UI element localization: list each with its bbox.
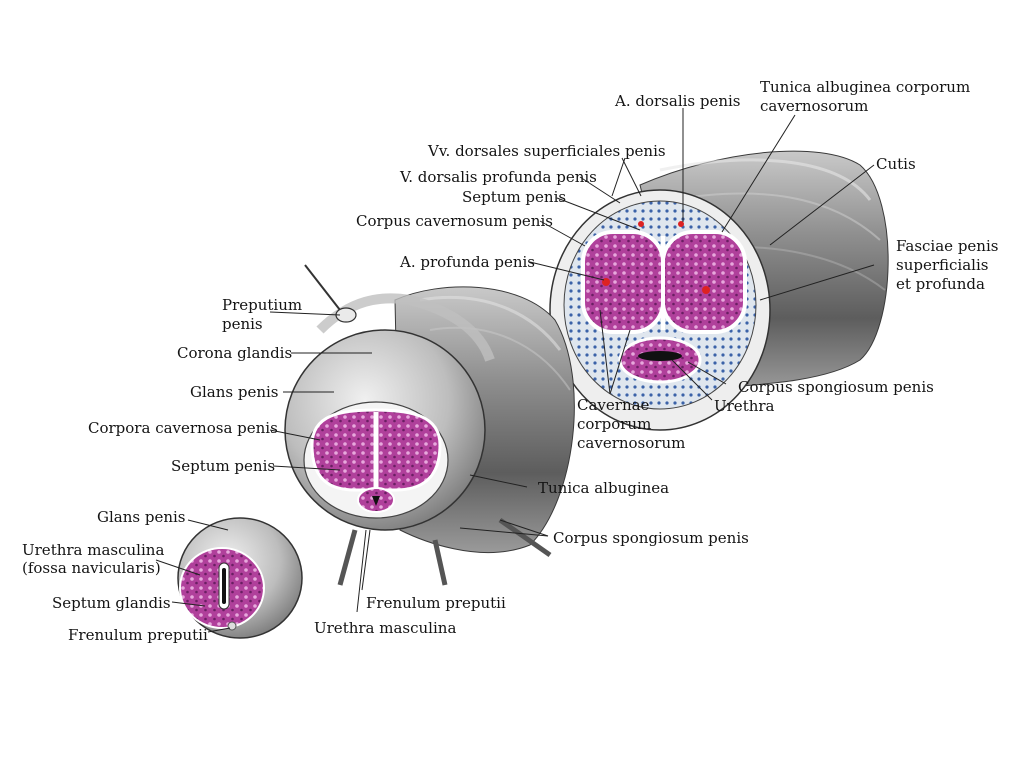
label-corpus-spongiosum-mid: Corpus spongiosum penis: [553, 529, 749, 547]
label-septum-glandis: Septum glandis: [52, 594, 171, 612]
label-cavernae-3: cavernosorum: [577, 434, 686, 452]
label-v-dorsalis-profunda: V. dorsalis profunda penis: [400, 168, 597, 186]
label-urethra-masculina-small-1: Urethra masculina: [22, 541, 165, 559]
label-vv-dorsales-superficiales: Vv. dorsales superficiales penis: [428, 142, 666, 160]
label-tunica-albuginea-corporum-1: Tunica albuginea corporum: [760, 78, 971, 96]
label-fasciae-1: Fasciae penis: [896, 237, 999, 255]
middle-shaft: [284, 264, 575, 586]
label-corpus-cavernosum-penis: Corpus cavernosum penis: [356, 212, 553, 230]
label-septum-penis-top: Septum penis: [462, 188, 567, 206]
label-cavernae-2: corporum: [577, 415, 652, 433]
label-urethra-right: Urethra: [714, 397, 775, 415]
right-corpus-cavernosum-left: [581, 230, 665, 334]
label-tunica-albuginea-corporum-2: cavernosorum: [760, 97, 869, 115]
label-cutis: Cutis: [876, 155, 916, 173]
label-glans-penis-mid: Glans penis: [190, 383, 279, 401]
label-septum-penis-mid: Septum penis: [171, 457, 276, 475]
label-frenulum-preputii-small: Frenulum preputii: [68, 626, 208, 644]
label-fasciae-3: et profunda: [896, 275, 985, 293]
label-urethra-masculina-mid: Urethra masculina: [314, 619, 457, 637]
label-a-dorsalis-penis: A. dorsalis penis: [615, 92, 741, 110]
label-cavernae-1: Cavernae: [577, 396, 650, 414]
label-preputium-1: Preputium: [222, 296, 303, 314]
right-corpus-cavernosum-right: [661, 230, 747, 334]
right-shaft: [549, 150, 889, 431]
leader-lines: [155, 108, 875, 633]
label-fasciae-2: superficialis: [896, 256, 989, 274]
right-urethra: [638, 351, 682, 361]
label-tunica-albuginea: Tunica albuginea: [538, 479, 670, 497]
label-a-profunda-penis: A. profunda penis: [400, 253, 535, 271]
label-corpora-cavernosa-penis: Corpora cavernosa penis: [88, 419, 278, 437]
label-corpus-spongiosum-right: Corpus spongiosum penis: [738, 378, 934, 396]
label-urethra-masculina-small-2: (fossa navicularis): [22, 559, 161, 577]
label-frenulum-preputii-mid: Frenulum preputii: [366, 594, 506, 612]
label-preputium-2: penis: [222, 315, 263, 333]
small-glans-section: [177, 517, 303, 639]
label-corona-glandis: Corona glandis: [177, 344, 293, 362]
label-glans-penis-small: Glans penis: [97, 508, 186, 526]
